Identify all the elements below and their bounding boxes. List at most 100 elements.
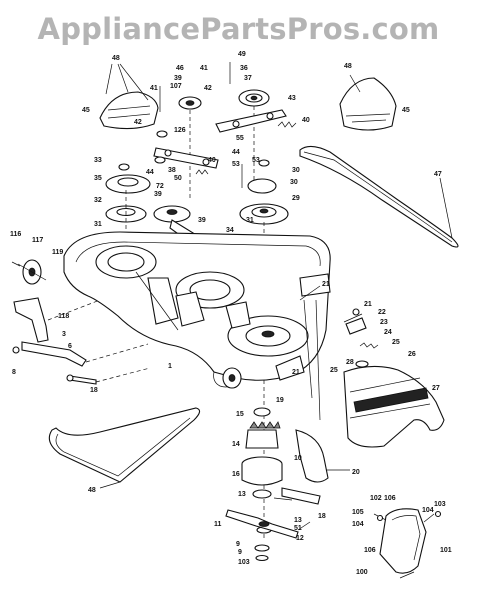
callout: 42	[204, 85, 212, 92]
callout: 30	[292, 167, 300, 174]
callout: 12	[296, 535, 304, 542]
callout: 30	[290, 179, 298, 186]
callout: 32	[94, 197, 102, 204]
callout: 28	[346, 359, 354, 366]
callout: 15	[236, 411, 244, 418]
callout: 48	[344, 63, 352, 70]
callout: 53	[232, 161, 240, 168]
callout: 44	[146, 169, 154, 176]
callout: 39	[174, 75, 182, 82]
callout: 45	[82, 107, 90, 114]
callout: 26	[408, 351, 416, 358]
callout: 21	[292, 369, 300, 376]
callout: 39	[154, 191, 162, 198]
rod-lower	[66, 367, 151, 385]
spindle-assembly	[241, 380, 283, 562]
callout: 116	[10, 231, 21, 238]
callout: 53	[252, 157, 260, 164]
callout: 38	[168, 167, 176, 174]
idler-pulley-upper-left	[178, 96, 202, 200]
callout: 118	[58, 313, 69, 320]
callout: 21	[322, 281, 330, 288]
callout: 10	[294, 455, 302, 462]
idler-pulley-upper-right	[238, 89, 270, 190]
gauge-wheel-left	[11, 259, 47, 285]
callout: 105	[352, 509, 364, 516]
callout: 47	[434, 171, 442, 178]
callout: 45	[402, 107, 410, 114]
callout: 104	[422, 507, 434, 514]
callout: 37	[244, 75, 252, 82]
callout: 44	[232, 149, 240, 156]
callout: 3	[62, 331, 66, 338]
deck-belt	[48, 407, 201, 483]
callout: 34	[226, 227, 234, 234]
callout: 106	[364, 547, 376, 554]
callout: 14	[232, 441, 240, 448]
callout: 27	[432, 385, 440, 392]
baffle-20	[281, 429, 329, 505]
callout: 13	[294, 517, 302, 524]
callout: 22	[378, 309, 386, 316]
callout: 11	[214, 521, 222, 528]
callout: 50	[174, 175, 182, 182]
deck-support-bracket	[12, 297, 149, 367]
callout: 126	[174, 127, 186, 134]
callout: 40	[302, 117, 310, 124]
pulley-stack-right	[239, 178, 289, 290]
callout: 100	[356, 569, 368, 576]
callout: 9	[236, 541, 240, 548]
callout: 49	[238, 51, 246, 58]
callout: 8	[12, 369, 16, 376]
callout-labels: 48 45 49 41 46 36 39 37 107 42 41 43 48 …	[10, 51, 452, 576]
leader-lines	[99, 177, 453, 531]
right-belt-cover	[339, 74, 397, 131]
watermark: AppliancePartsPros.com	[37, 12, 440, 46]
callout: 42	[134, 119, 142, 126]
idler-arm-left	[153, 147, 219, 175]
callout: 103	[238, 559, 250, 566]
mower-deck	[63, 231, 331, 388]
callout: 33	[94, 157, 102, 164]
callout: 25	[330, 367, 338, 374]
deck-bracket-right	[275, 273, 331, 381]
callout: 21	[364, 301, 372, 308]
callout: 24	[384, 329, 392, 336]
callout: 16	[232, 471, 240, 478]
callout: 31	[94, 221, 102, 228]
callout: 48	[112, 55, 120, 62]
callout: 18	[90, 387, 98, 394]
callout: 72	[156, 183, 164, 190]
chute-hardware	[343, 308, 379, 368]
left-belt-cover	[99, 63, 159, 130]
callout: 41	[200, 65, 208, 72]
callout: 6	[68, 343, 72, 350]
callout: 41	[150, 85, 158, 92]
mower-blade	[225, 509, 299, 539]
callout: 25	[392, 339, 400, 346]
callout: 9	[238, 549, 242, 556]
callout: 119	[52, 249, 63, 256]
callout: 117	[32, 237, 43, 244]
callout: 106	[384, 495, 396, 502]
callout: 107	[170, 83, 182, 90]
callout: 46	[176, 65, 184, 72]
gauge-wheel-right	[222, 367, 242, 389]
small-washers	[118, 62, 270, 188]
callout: 29	[292, 195, 300, 202]
callout: 19	[276, 397, 284, 404]
callout: 101	[440, 547, 452, 554]
callout: 43	[288, 95, 296, 102]
callout: 23	[380, 319, 388, 326]
discharge-chute	[343, 365, 445, 448]
callout: 104	[352, 521, 364, 528]
callout: 103	[434, 501, 446, 508]
callout: 36	[240, 65, 248, 72]
callout: 1	[168, 363, 172, 370]
callout: 18	[318, 513, 326, 520]
idler-bracket	[215, 109, 297, 133]
callout: 39	[198, 217, 206, 224]
deflector-shield	[373, 508, 442, 579]
callout: 13	[238, 491, 246, 498]
drive-belt	[299, 145, 459, 248]
